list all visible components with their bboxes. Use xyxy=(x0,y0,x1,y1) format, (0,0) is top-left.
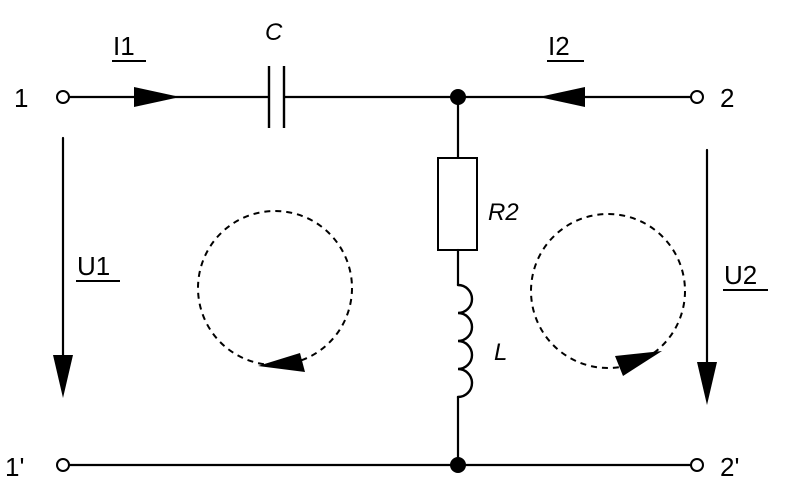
inductor-label: L xyxy=(494,339,507,366)
terminal-2-prime-label: 2' xyxy=(720,452,739,482)
resistor-label: R2 xyxy=(488,199,519,226)
capacitor-label: C xyxy=(265,19,283,46)
voltage-u2-label: U2 xyxy=(724,260,757,290)
inductor-l xyxy=(456,283,474,399)
voltage-u1-label: U1 xyxy=(77,251,110,281)
voltage-u1-arrowhead xyxy=(53,355,73,398)
current-i2-label: I2 xyxy=(548,31,570,61)
mesh-loop-left-arrow xyxy=(258,353,305,372)
mesh-loop-right xyxy=(530,213,686,369)
terminal-1-circle xyxy=(56,90,70,104)
current-i1-label: I1 xyxy=(113,31,135,61)
terminal-2-circle xyxy=(690,90,704,104)
resistor-r2 xyxy=(437,157,478,251)
junction-node-bottom xyxy=(450,457,466,473)
current-i2-arrow xyxy=(539,87,585,107)
current-i1-arrow xyxy=(134,87,180,107)
mesh-loop-left xyxy=(197,210,353,366)
terminal-2-prime-circle xyxy=(690,458,704,472)
terminal-1-prime-circle xyxy=(56,458,70,472)
junction-node-top xyxy=(450,89,466,105)
voltage-u2-arrowhead xyxy=(697,362,717,405)
terminal-2-label: 2 xyxy=(720,83,734,113)
terminal-1-label: 1 xyxy=(14,83,28,113)
terminal-1-prime-label: 1' xyxy=(5,452,24,482)
mesh-loop-right-arrow xyxy=(615,351,662,376)
